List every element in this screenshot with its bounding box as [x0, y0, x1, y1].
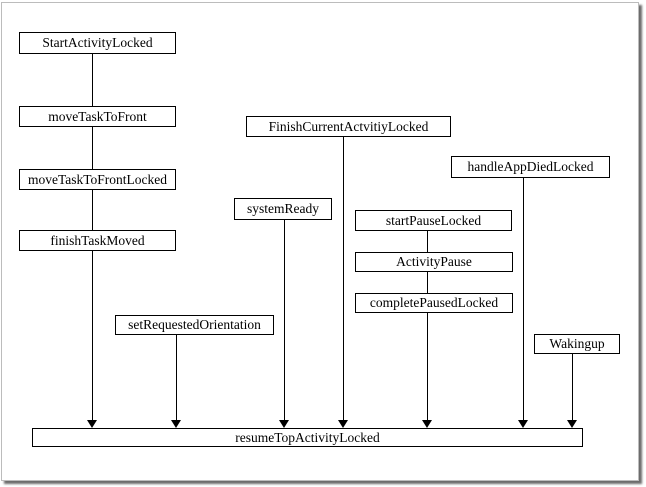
node-activity-pause: ActivityPause — [355, 252, 513, 272]
connector-completepaused-to-resume — [427, 313, 428, 421]
node-finish-task-moved: finishTaskMoved — [19, 230, 176, 251]
node-move-task-to-front-locked: moveTaskToFrontLocked — [19, 169, 176, 190]
arrowhead-handleappdied-icon — [518, 420, 528, 428]
arrowhead-completepaused-icon — [422, 420, 432, 428]
connector-movetask-to-movetasklocked — [92, 127, 93, 169]
connector-activitypause-to-completepaused — [427, 272, 428, 293]
connector-wakingup-to-resume — [572, 354, 573, 421]
connector-finishtaskmoved-to-resume — [92, 251, 93, 421]
arrowhead-setrequested-icon — [171, 420, 181, 428]
connector-setrequested-to-resume — [176, 335, 177, 421]
node-wakingup: Wakingup — [534, 334, 620, 354]
node-system-ready: systemReady — [234, 198, 332, 220]
arrowhead-finishcurrent-icon — [338, 420, 348, 428]
node-complete-paused-locked: completePausedLocked — [355, 293, 513, 313]
node-start-activity-locked: StartActivityLocked — [19, 32, 176, 54]
connector-movetasklocked-to-finishtaskmoved — [92, 190, 93, 230]
connector-handleappdied-to-resume — [523, 178, 524, 421]
node-finish-current-actvitiy-locked: FinishCurrentActvitiyLocked — [246, 116, 451, 137]
arrowhead-wakingup-icon — [567, 420, 577, 428]
node-move-task-to-front: moveTaskToFront — [19, 106, 176, 127]
arrowhead-finishtaskmoved-icon — [87, 420, 97, 428]
node-start-pause-locked: startPauseLocked — [355, 210, 512, 231]
connector-systemready-to-resume — [284, 220, 285, 421]
node-handle-app-died-locked: handleAppDiedLocked — [451, 156, 610, 178]
connector-start-to-movetask — [92, 54, 93, 106]
connector-startpause-to-activitypause — [427, 231, 428, 252]
connector-finishcurrent-to-resume — [343, 137, 344, 421]
arrowhead-systemready-icon — [279, 420, 289, 428]
node-set-requested-orientation: setRequestedOrientation — [115, 315, 274, 335]
node-resume-top-activity-locked: resumeTopActivityLocked — [32, 428, 583, 447]
